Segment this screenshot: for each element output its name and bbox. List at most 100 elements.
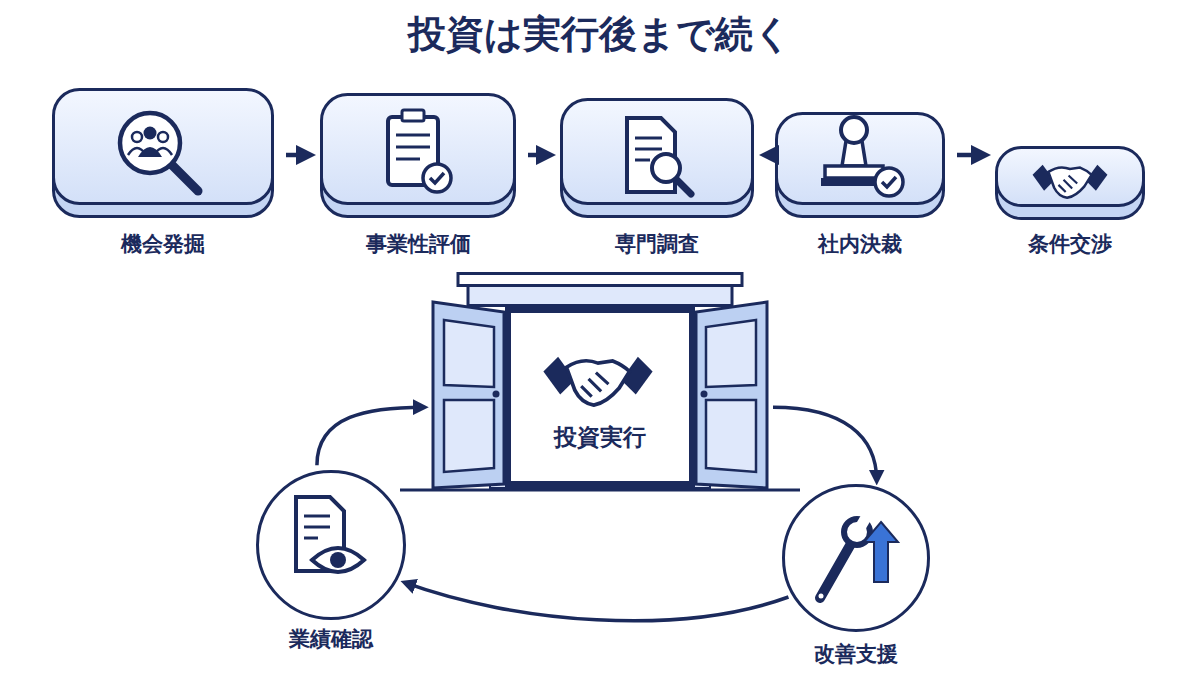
node-label: 業績確認 [289, 627, 373, 652]
card-shape [320, 93, 516, 218]
stamp-base [825, 166, 883, 178]
stamp-neck [842, 141, 866, 166]
wrench-arrow-icon [819, 512, 899, 598]
card-top [322, 95, 515, 204]
flow-arrow [528, 153, 550, 158]
text-line [304, 515, 330, 518]
wrench-head [844, 519, 870, 545]
check-mark [882, 177, 896, 187]
wrench-handle [820, 542, 852, 598]
document-search-icon [627, 118, 691, 194]
text-line [635, 137, 662, 140]
magnifier-handle [172, 165, 198, 191]
card-top [997, 148, 1144, 206]
document-sheet [296, 497, 344, 571]
magnifier-lens [652, 154, 680, 182]
node-label: 機会発掘 [121, 232, 205, 257]
hands [567, 361, 630, 405]
handshake-icon [1033, 165, 1108, 198]
clipboard-icon [388, 110, 451, 192]
door-inset [706, 320, 756, 387]
door-leaf [696, 302, 767, 488]
door-shape [430, 272, 770, 490]
diagram-title: 投資は実行後まで続く [0, 12, 1200, 58]
left-cuff [1033, 165, 1055, 191]
hands [1048, 167, 1091, 197]
search-people-icon [120, 113, 198, 191]
text-line [635, 159, 650, 162]
door-inset [444, 320, 494, 387]
magnifier-handle [676, 179, 691, 194]
wrench-jaw [855, 512, 873, 531]
text-line [304, 526, 330, 529]
person-head [132, 132, 142, 142]
card-shape [52, 88, 274, 218]
door-box: 投資実行 [430, 272, 770, 490]
floor-line [400, 489, 800, 492]
door-inset [706, 400, 756, 472]
door-header [468, 286, 732, 306]
flow-arrow [317, 407, 424, 465]
process-card: 事業性評価 [320, 93, 516, 218]
door-knob [701, 391, 708, 398]
flow-arrow [405, 583, 788, 621]
door-leaf [433, 302, 504, 488]
card-shape [995, 146, 1145, 220]
stamp-knob [841, 117, 867, 143]
card-top [54, 90, 273, 204]
up-arrow [864, 522, 898, 582]
right-cuff [621, 357, 653, 395]
node-label: 改善支援 [814, 642, 898, 667]
node-label: 専門調査 [615, 232, 699, 257]
document-sheet [627, 118, 675, 192]
door-knob [493, 391, 500, 398]
process-card: 条件交渉 [995, 146, 1145, 220]
text-line [396, 134, 430, 137]
text-line [635, 148, 662, 151]
node-label: 条件交渉 [1028, 232, 1112, 257]
check-circle [423, 164, 451, 192]
process-card: 専門調査 [560, 98, 754, 218]
door-panel [433, 302, 504, 488]
process-card: 社内決裁 [775, 112, 945, 218]
check-circle [875, 168, 903, 196]
person-body [154, 148, 172, 155]
stamp-icon [821, 117, 903, 196]
door-panel [696, 302, 767, 488]
card-top [777, 114, 944, 204]
magnifier-lens [120, 113, 180, 173]
person-head [144, 127, 157, 140]
handshake-icon [543, 357, 652, 405]
person-body [138, 147, 162, 157]
review-eye-icon [296, 497, 364, 572]
fingers [1058, 176, 1077, 193]
eye-outline [312, 548, 364, 572]
step-circle: 業績確認 [256, 470, 406, 620]
wrench-hole [819, 594, 824, 599]
node-label: 社内決裁 [818, 232, 902, 257]
card-shape [560, 98, 754, 218]
card-top [562, 100, 753, 204]
text-line [396, 146, 430, 149]
flow-arrow [957, 153, 985, 158]
person-body [128, 148, 146, 155]
clipboard-clip [402, 110, 424, 121]
text-line [396, 158, 420, 161]
text-line [304, 537, 318, 540]
stamp-pad [821, 178, 887, 186]
right-cuff [1086, 165, 1108, 191]
left-cuff [543, 357, 575, 395]
eye-pupil [330, 552, 346, 568]
person-head [158, 132, 168, 142]
step-circle: 改善支援 [782, 484, 930, 632]
clipboard-board [388, 117, 438, 185]
flow-arrow [773, 407, 877, 481]
flow-arrow [765, 153, 766, 158]
flow-arrow [286, 153, 310, 158]
door-lintel [458, 274, 742, 286]
door-opening [508, 310, 692, 484]
node-label: 投資実行 [554, 424, 646, 452]
card-shape [775, 112, 945, 218]
node-label: 事業性評価 [366, 232, 471, 257]
